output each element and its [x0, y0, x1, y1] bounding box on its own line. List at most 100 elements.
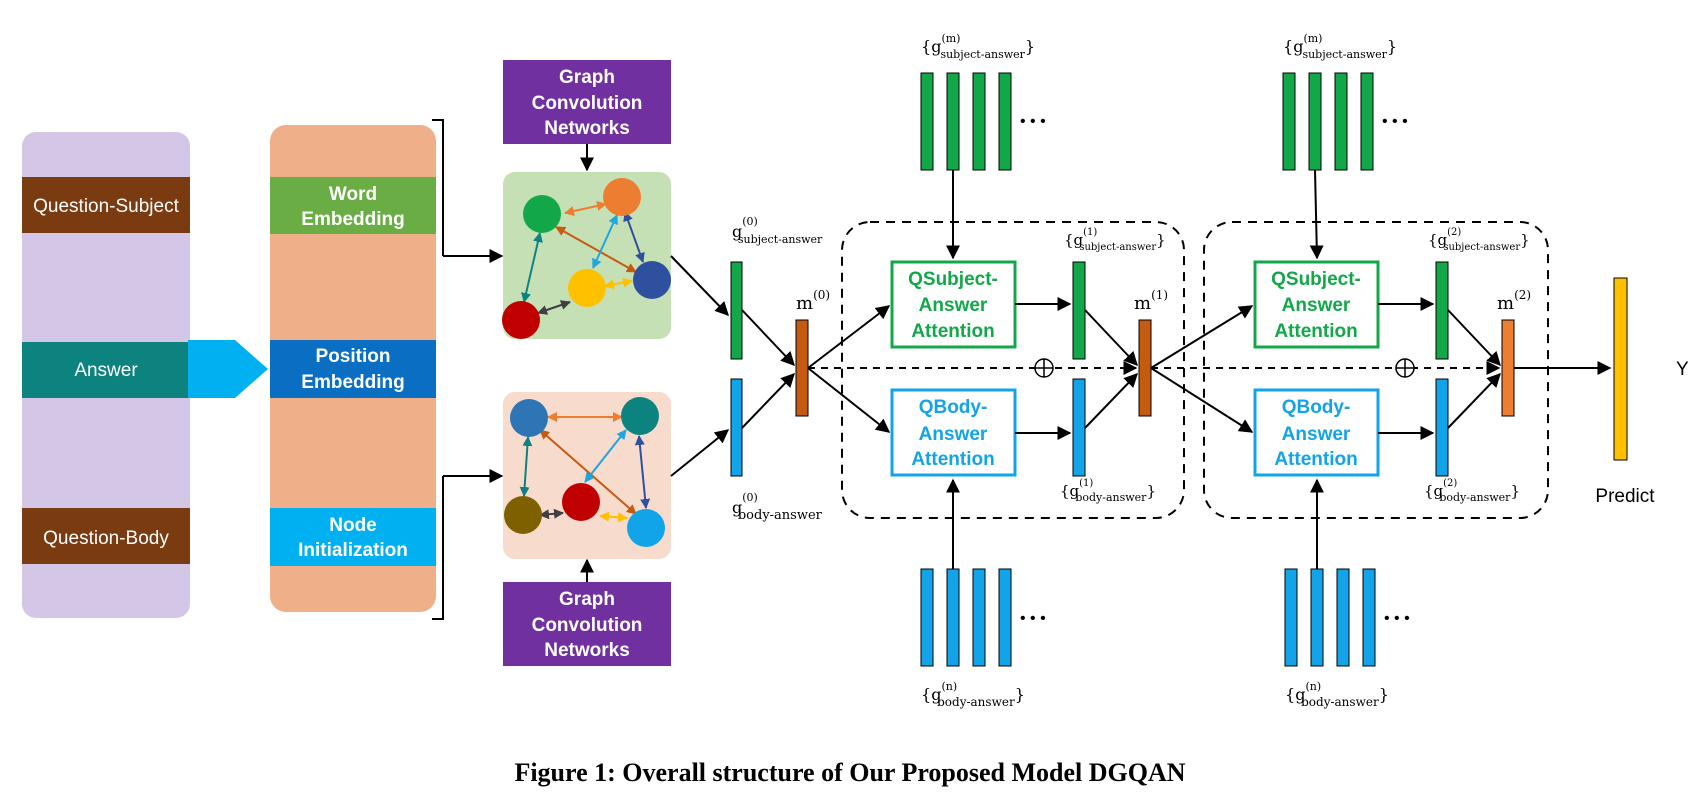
- g0-body-label: g(0)body-answer: [732, 491, 823, 523]
- node-olive: [504, 496, 542, 534]
- predict-vector: [1613, 277, 1628, 461]
- g2-body-vector: [1435, 378, 1449, 477]
- graph-body: [503, 392, 671, 559]
- question-subject-label: Question-Subject: [33, 196, 179, 217]
- g0-subject-vector: [730, 261, 743, 360]
- g1-subject-vector: [1072, 261, 1086, 360]
- m2-vector: [1501, 319, 1515, 417]
- m0-to-qbody-1: [807, 367, 891, 433]
- layer1-dashed-box: [841, 221, 1185, 519]
- qsubject-attention-2-l3: Attention: [1274, 321, 1357, 342]
- g2-subject-to-m2: [1447, 309, 1501, 367]
- qbody-attention-1: [890, 388, 1017, 477]
- qsubject-attention-1-l2: Answer: [919, 295, 988, 316]
- qbody-attention-1-l1: QBody-: [919, 397, 988, 418]
- subject-memory-label-2: {g(m)subject-answer}: [1283, 32, 1397, 61]
- qbody-attention-2-l2: Answer: [1282, 424, 1351, 445]
- qsubject-attention-1: [890, 260, 1017, 349]
- node-crimson: [562, 483, 600, 521]
- node-yellow: [568, 269, 606, 307]
- body-memory-label-2: {g(n)body-answer}: [1285, 680, 1389, 709]
- subject-memory-label-1: {g(m)subject-answer}: [921, 32, 1035, 61]
- qsubject-attention-1-l1: QSubject-: [908, 269, 998, 290]
- qsubject-attention-2-l2: Answer: [1282, 295, 1351, 316]
- word-embedding-label-2: Embedding: [301, 209, 404, 230]
- body-memory-dots-2: • • •: [1384, 610, 1410, 627]
- subject-memory-arrow-2: [1309, 169, 1324, 260]
- m1-vector: [1138, 319, 1152, 417]
- node-orange: [603, 178, 641, 216]
- gcn-bottom-label-1: Graph: [559, 589, 615, 610]
- g1-body-to-m1: [1084, 372, 1138, 429]
- g0-body-vector: [730, 378, 743, 477]
- m0-to-qsubject-1: [807, 305, 891, 369]
- position-embedding-label-1: Position: [316, 346, 391, 367]
- g0-subject-to-m0: [741, 309, 795, 367]
- question-subject-box: [22, 177, 190, 233]
- g2-body-label: {g(2)body-answer}: [1424, 478, 1520, 504]
- m1-to-qsubject-2: [1150, 305, 1254, 369]
- question-body-box: [22, 508, 190, 564]
- node-green: [523, 195, 561, 233]
- gcn-top-box: [503, 60, 671, 144]
- answer-label: Answer: [74, 360, 138, 381]
- g0-body-to-m0: [741, 372, 795, 429]
- qbody-attention-2-l3: Attention: [1274, 449, 1357, 470]
- subject-memory-dots-2: • • •: [1382, 113, 1408, 130]
- m0-label: m(0): [796, 288, 830, 314]
- body-memory-label-1: {g(n)body-answer}: [921, 680, 1025, 709]
- subject-memory-bars-1: [920, 72, 1012, 171]
- word-embedding-box: [270, 177, 436, 234]
- body-memory-bars-1: [920, 568, 1012, 667]
- graph-subject: [502, 172, 671, 339]
- node-initialization-label-1: Node: [329, 515, 377, 536]
- m0-vector: [795, 319, 809, 417]
- body-memory-dots-1: • • •: [1020, 610, 1046, 627]
- g0-subject-label: g(0)subject-answer: [732, 215, 823, 246]
- g1-subject-label: {g(1)subject-answer}: [1064, 227, 1166, 253]
- qsubject-attention-1-l3: Attention: [911, 321, 994, 342]
- qsubject-attention-2: [1253, 260, 1380, 349]
- m1-to-qbody-2: [1150, 367, 1254, 433]
- gcn-bottom-box: [503, 582, 671, 666]
- bracket-bottom: [432, 476, 444, 620]
- node-steelblue: [510, 399, 548, 437]
- gcn-top-label-3: Networks: [544, 118, 630, 139]
- gcn-top-label-1: Graph: [559, 67, 615, 88]
- node-teal: [621, 397, 659, 435]
- predict-label: Predict: [1595, 486, 1655, 507]
- g1-body-label: {g(1)body-answer}: [1060, 478, 1156, 504]
- g2-subject-vector: [1435, 261, 1449, 360]
- position-embedding-box: [270, 340, 436, 398]
- node-navy: [633, 261, 671, 299]
- subject-memory-dots-1: • • •: [1020, 113, 1046, 130]
- graph-subject-to-g0: [670, 255, 729, 317]
- qsubject-attention-2-l1: QSubject-: [1271, 269, 1361, 290]
- g2-subject-label: {g(2)subject-answer}: [1428, 227, 1530, 253]
- gcn-top-label-2: Convolution: [532, 93, 643, 114]
- qbody-attention-2-l1: QBody-: [1282, 397, 1351, 418]
- m1-label: m(1): [1134, 288, 1168, 314]
- node-red: [502, 301, 540, 339]
- bracket-top: [432, 119, 444, 256]
- layer2-dashed-box: [1203, 221, 1549, 519]
- g2-body-to-m2: [1447, 372, 1501, 429]
- word-embedding-label-1: Word: [329, 184, 377, 205]
- node-initialization-box: [270, 508, 436, 566]
- m2-label: m(2): [1497, 288, 1531, 314]
- g1-body-vector: [1072, 378, 1086, 477]
- subject-memory-bars-2: [1282, 72, 1374, 171]
- node-cyan: [627, 509, 665, 547]
- output-y-label: Y: [1676, 359, 1689, 380]
- qbody-attention-1-l3: Attention: [911, 449, 994, 470]
- gcn-bottom-label-3: Networks: [544, 640, 630, 661]
- input-arrow: [188, 340, 268, 398]
- qbody-attention-2: [1253, 388, 1380, 477]
- body-memory-bars-2: [1284, 568, 1376, 667]
- graph-body-to-g0: [670, 429, 730, 477]
- answer-box: [22, 342, 190, 398]
- qbody-attention-1-l2: Answer: [919, 424, 988, 445]
- g1-subject-to-m1: [1084, 309, 1138, 367]
- position-embedding-label-2: Embedding: [301, 372, 404, 393]
